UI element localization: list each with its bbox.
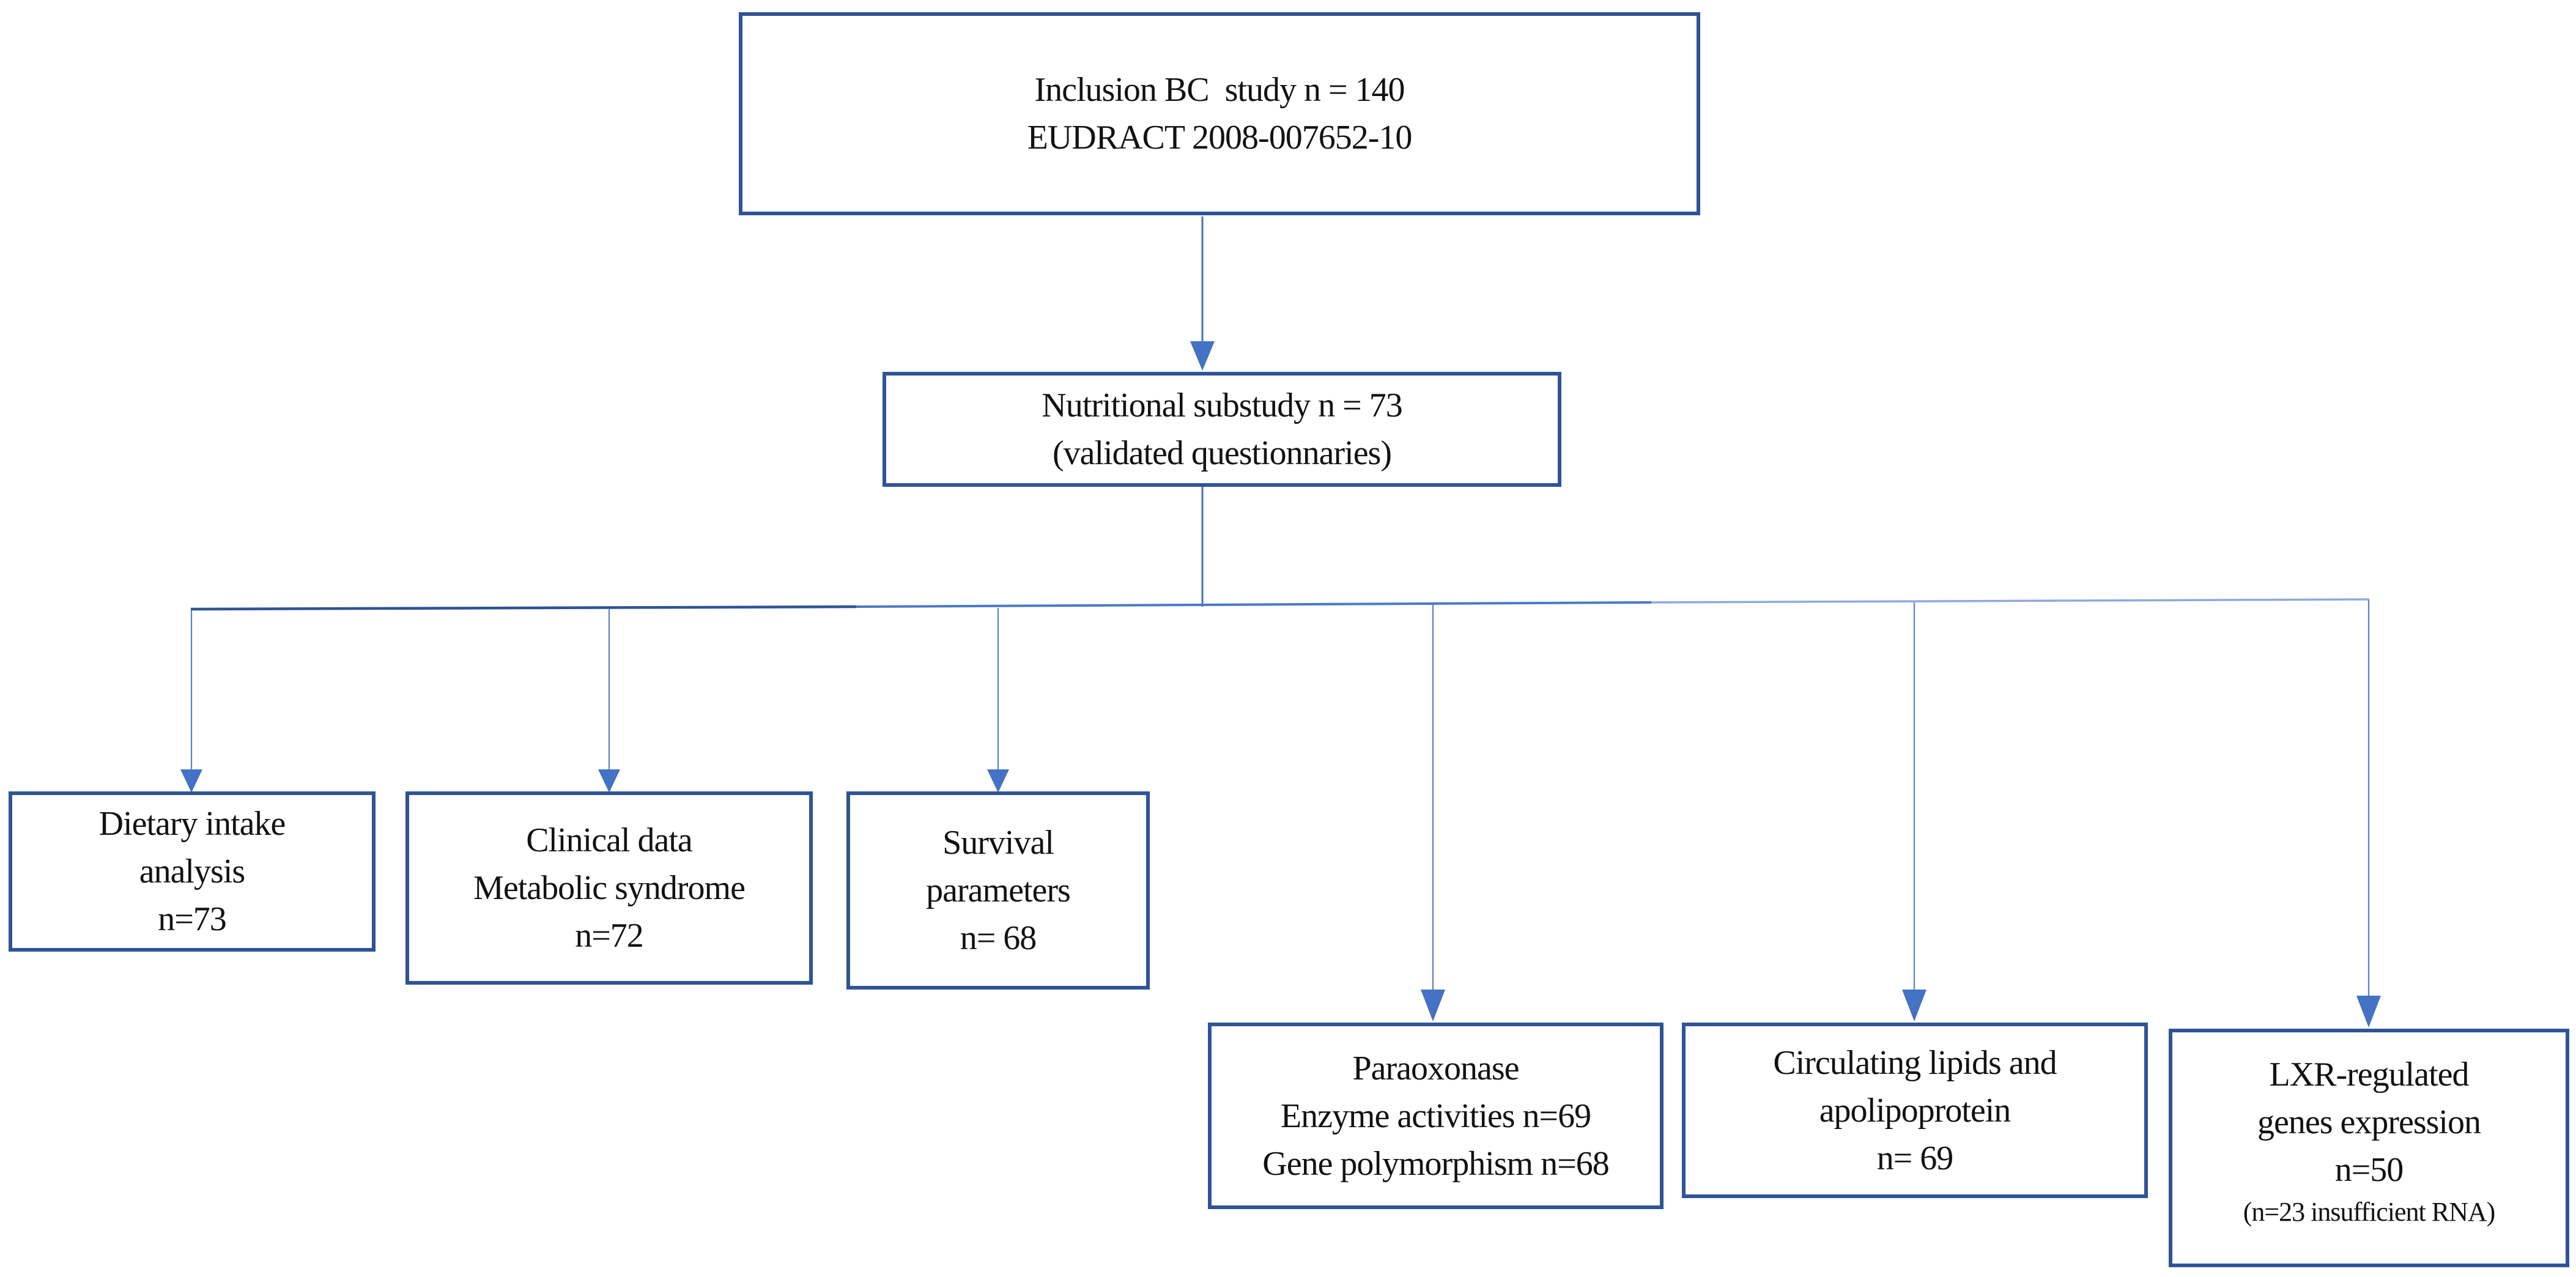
- box-text-line: n=73: [158, 900, 227, 938]
- box-text-line: Dietary intake: [98, 805, 286, 843]
- box-text-line: Clinical data: [526, 821, 693, 859]
- arrow-to-lxr-head: [2356, 996, 2381, 1027]
- box-text-note: (n=23 insufficient RNA): [2243, 1197, 2496, 1227]
- box-text-line: Gene polymorphism n=68: [1262, 1144, 1609, 1183]
- box-text-line: n= 69: [1876, 1139, 1954, 1177]
- box-text-line: Enzyme activities n=69: [1280, 1097, 1591, 1135]
- box-text-line: analysis: [139, 853, 245, 890]
- clinical-data-box: Clinical data Metabolic syndrome n=72: [405, 791, 813, 985]
- paraoxonase-box: Paraoxonase Enzyme activities n=69 Gene …: [1208, 1023, 1664, 1209]
- box-text-line: Paraoxonase: [1352, 1049, 1519, 1087]
- arrow-to-clinical-head: [598, 769, 620, 793]
- arrow-to-dietary-head: [180, 769, 202, 793]
- box-text-line: n=50: [2334, 1151, 2404, 1189]
- box-text-line: LXR-regulated: [2269, 1056, 2470, 1094]
- arrow-to-lipids-head: [1902, 990, 1926, 1021]
- box-text-line: Circulating lipids and: [1773, 1043, 2057, 1082]
- circulating-lipids-box: Circulating lipids and apolipoprotein n=…: [1682, 1023, 2148, 1198]
- box-text-line: EUDRACT 2008-007652-10: [1027, 119, 1413, 157]
- box-text-line: parameters: [926, 872, 1071, 909]
- survival-parameters-box: Survival parameters n= 68: [846, 791, 1150, 990]
- box-text-line: Inclusion BC study n = 140: [1034, 71, 1405, 109]
- box-text-line: n= 68: [960, 919, 1037, 957]
- inclusion-study-box: Inclusion BC study n = 140 EUDRACT 2008-…: [739, 12, 1700, 215]
- box-text-line: Survival: [942, 824, 1054, 862]
- arrow-to-paraoxonase-head: [1421, 990, 1445, 1021]
- connector-horizontal-left: [190, 605, 857, 611]
- dietary-intake-box: Dietary intake analysis n=73: [9, 791, 376, 952]
- box-text-line: genes expression: [2257, 1103, 2481, 1141]
- connector-horizontal-right: [1651, 598, 2370, 604]
- connector-horizontal-middle: [856, 601, 1652, 608]
- nutritional-substudy-box: Nutritional substudy n = 73 (validated q…: [883, 372, 1561, 487]
- arrow-top-to-substudy-head: [1190, 341, 1215, 371]
- arrow-to-survival-head: [987, 769, 1009, 793]
- box-text-line: n=72: [575, 917, 644, 955]
- box-text-line: apolipoprotein: [1819, 1091, 2012, 1130]
- box-text-line: Metabolic syndrome: [473, 869, 746, 907]
- lxr-genes-box: LXR-regulated genes expression n=50 (n=2…: [2169, 1029, 2569, 1267]
- box-text-line: (validated questionnaries): [1052, 434, 1392, 472]
- box-text-line: Nutritional substudy n = 73: [1042, 387, 1402, 424]
